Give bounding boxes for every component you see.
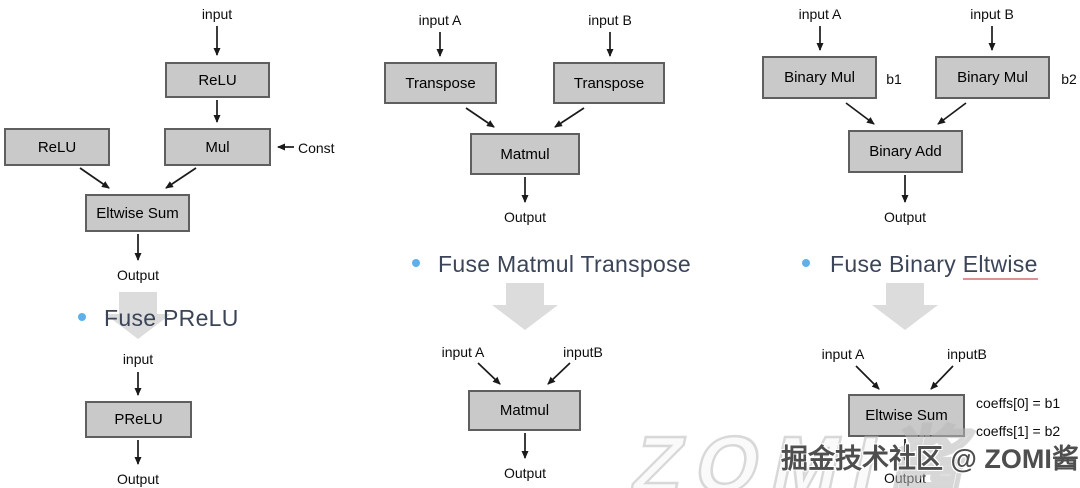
arrow-inputa-to-fused-matmul <box>477 362 501 385</box>
label-output: Output <box>883 209 927 225</box>
node-label: Binary Mul <box>784 69 855 86</box>
heading-underlined-word: Eltwise <box>962 251 1038 280</box>
label-coeff0: coeffs[0] = b1 <box>976 395 1061 411</box>
label-output: Output <box>883 470 927 486</box>
bullet-icon <box>412 259 420 267</box>
label-input: input <box>201 6 233 22</box>
heading-prefix: Fuse Binary <box>830 251 963 277</box>
node-label: ReLU <box>37 138 77 156</box>
node-prelu: PReLU <box>85 401 192 438</box>
node-transpose-b: Transpose <box>553 62 665 104</box>
node-relu-left: ReLU <box>4 128 110 166</box>
arrow-inputa-to-eltwisesum <box>855 365 880 390</box>
node-label: Matmul <box>500 145 550 163</box>
fuse-block-arrow-matmul <box>492 283 558 330</box>
watermark-credit: 掘金技术社区 @ ZOMI酱 <box>781 444 1079 474</box>
node-eltwise-sum: Eltwise Sum <box>85 194 190 232</box>
arrow-transposeb-to-matmul <box>554 107 585 128</box>
heading-fuse-prelu: Fuse PReLU <box>104 305 239 331</box>
arrow-inputb-to-fused-matmul <box>547 362 571 385</box>
label-b1: b1 <box>886 71 902 87</box>
label-b2: b2 <box>1061 71 1077 87</box>
arrow-relu-to-eltwise <box>79 167 110 189</box>
node-fused-matmul: Matmul <box>468 390 581 431</box>
bullet-icon <box>78 313 86 321</box>
label-output: Output <box>503 465 547 481</box>
label-input-a: input A <box>798 6 842 22</box>
node-relu-top: ReLU <box>165 62 270 98</box>
label-input-b: input B <box>970 6 1014 22</box>
label-output: Output <box>116 267 160 283</box>
bullet-icon <box>802 259 810 267</box>
label-input-a: input A <box>441 344 485 360</box>
node-mul: Mul <box>164 128 271 166</box>
arrow-inputb-to-eltwisesum <box>930 365 954 390</box>
node-binary-add: Binary Add <box>848 130 963 173</box>
label-input-b: inputB <box>563 344 603 360</box>
node-matmul: Matmul <box>470 133 580 175</box>
heading-fuse-binary-eltwise: Fuse Binary Eltwise <box>830 251 1038 280</box>
label-coeff1: coeffs[1] = b2 <box>976 423 1061 439</box>
arrow-binarymulb-to-add <box>937 102 967 125</box>
label-output: Output <box>116 471 160 487</box>
node-label: Eltwise Sum <box>865 407 948 424</box>
fuse-block-arrow-prelu <box>105 292 171 339</box>
node-label: Binary Add <box>869 143 942 160</box>
fuse-block-arrow-binary <box>872 283 938 330</box>
node-label: Binary Mul <box>957 69 1028 86</box>
node-transpose-a: Transpose <box>384 62 497 104</box>
heading-fuse-matmul-transpose: Fuse Matmul Transpose <box>438 251 692 277</box>
label-input: input <box>122 351 154 367</box>
node-binary-mul-a: Binary Mul <box>762 56 877 99</box>
label-input-a: input A <box>418 12 462 28</box>
arrow-binarymula-to-add <box>845 102 875 125</box>
node-eltwise-sum-fused: Eltwise Sum <box>848 394 965 437</box>
label-input-a: input A <box>821 346 865 362</box>
node-label: Mul <box>205 138 230 156</box>
node-label: PReLU <box>114 411 163 428</box>
label-input-b: input B <box>588 12 632 28</box>
node-label: Matmul <box>499 402 550 419</box>
node-label: ReLU <box>198 71 237 89</box>
label-output: Output <box>503 209 547 225</box>
node-label: Eltwise Sum <box>96 204 179 222</box>
node-label: Transpose <box>405 74 476 92</box>
label-input-b: inputB <box>947 346 987 362</box>
label-const: Const <box>298 140 335 156</box>
arrow-transposea-to-matmul <box>465 107 495 128</box>
node-label: Transpose <box>573 74 645 92</box>
arrow-mul-to-eltwise <box>165 167 197 189</box>
node-binary-mul-b: Binary Mul <box>935 56 1050 99</box>
